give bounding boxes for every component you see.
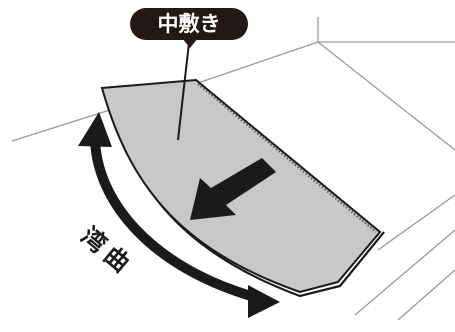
insole-perforation <box>197 83 377 233</box>
curve-arrow-head-top <box>78 112 112 147</box>
curve-arrow-head-bottom <box>248 285 280 318</box>
callout: 中敷き <box>130 8 248 48</box>
curve-arrow <box>78 112 280 318</box>
box-edges <box>11 17 455 321</box>
curve-label: 湾 曲 <box>75 222 134 278</box>
callout-label: 中敷き <box>158 12 221 36</box>
callout-pointer <box>177 33 191 141</box>
insert-arrow <box>190 158 276 220</box>
